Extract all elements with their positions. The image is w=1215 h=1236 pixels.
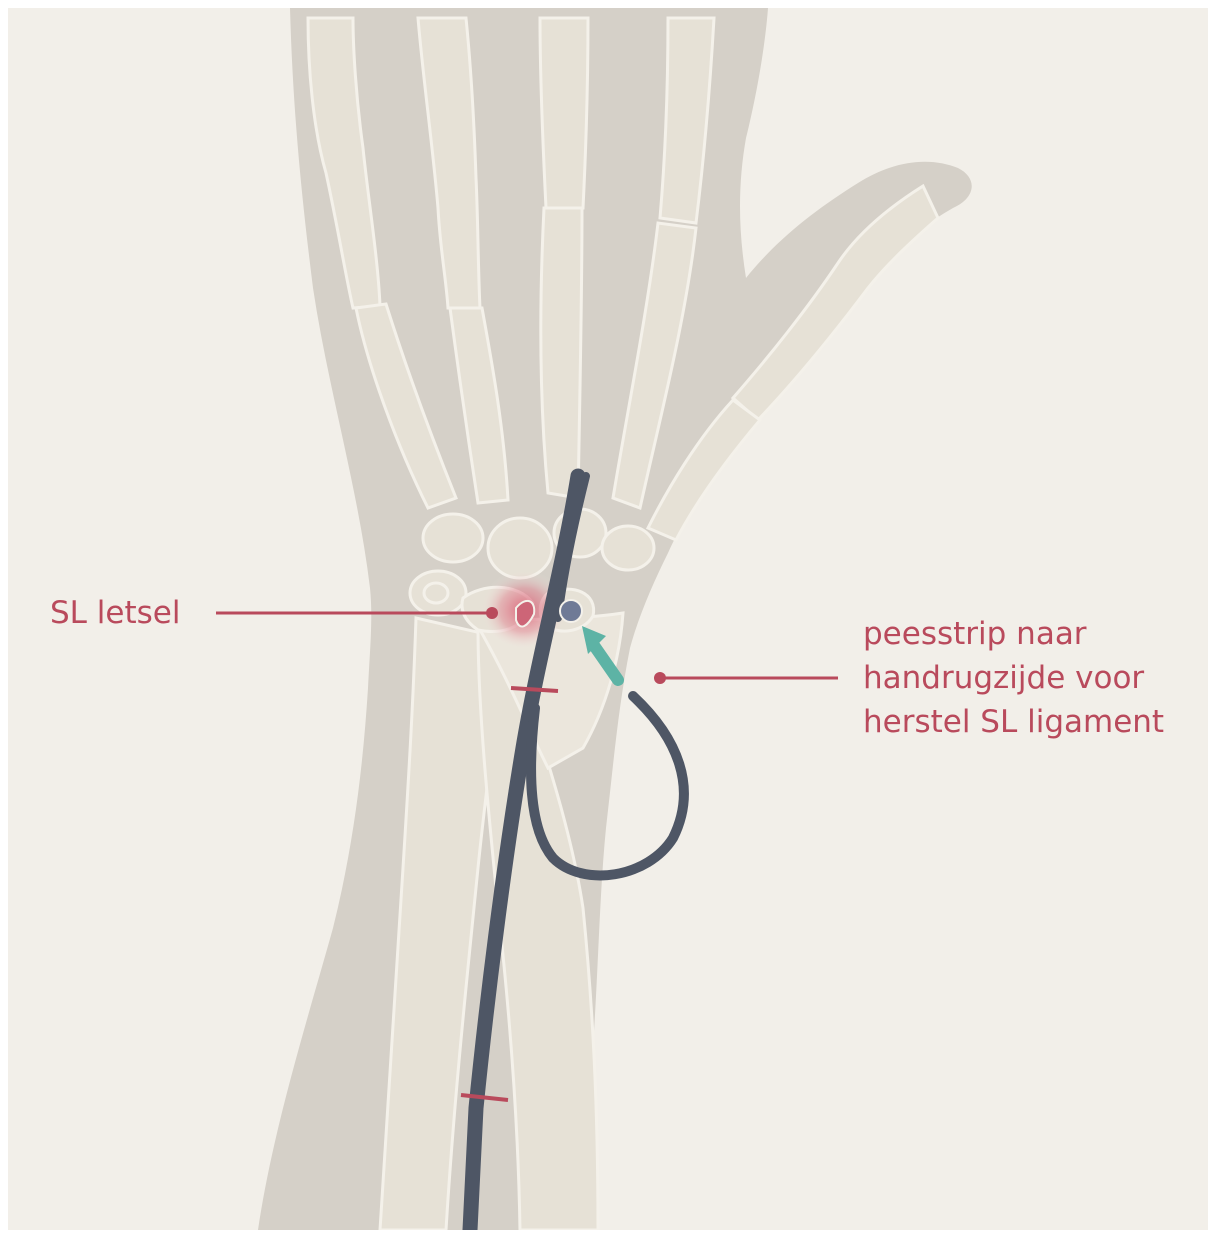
bone-tunnel-dot — [560, 600, 582, 622]
sl-leader-dot — [486, 607, 498, 619]
diagram-canvas: SL letsel peesstrip naar handrugzijde vo… — [8, 8, 1208, 1230]
tendon-strip-label-line-2: handrugzijde voor — [863, 656, 1164, 700]
sl-injury-label: SL letsel — [50, 591, 180, 635]
middle-metacarpal — [541, 208, 582, 498]
carpal-hamate — [423, 514, 483, 562]
middle-bone — [540, 18, 588, 208]
strip-leader-dot — [654, 672, 666, 684]
tendon-strip-label-line-1: peesstrip naar — [863, 612, 1164, 656]
tendon-strip-label: peesstrip naar handrugzijde voor herstel… — [863, 612, 1164, 744]
carpal-capitate — [488, 518, 552, 578]
carpal-pisiform — [424, 583, 448, 603]
tendon-strip-label-line-3: herstel SL ligament — [863, 700, 1164, 744]
carpal-trapezium — [602, 526, 654, 570]
